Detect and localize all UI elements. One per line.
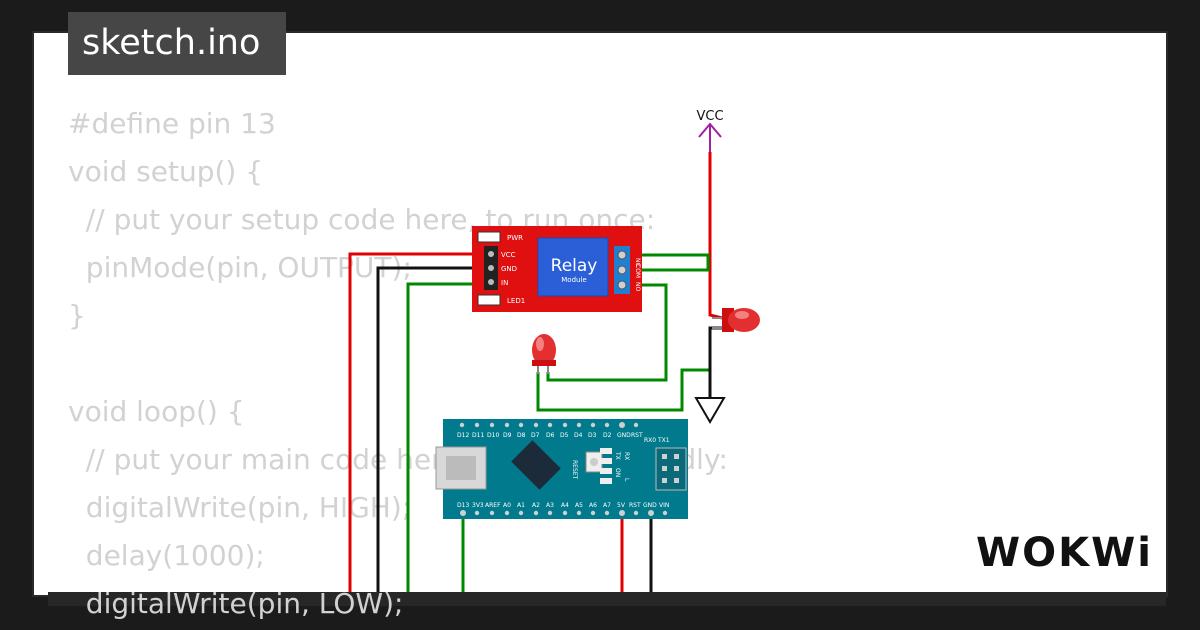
pin-label-top: D7 bbox=[531, 432, 540, 439]
wire-red-vcc[interactable] bbox=[708, 152, 723, 320]
wire-red-relay-vcc[interactable] bbox=[348, 252, 474, 592]
pin-label-bottom: A6 bbox=[589, 502, 597, 509]
wire-green-no[interactable] bbox=[622, 253, 710, 272]
pin-label-top: D4 bbox=[574, 432, 583, 439]
pin-label-top: D12 bbox=[457, 432, 469, 439]
led-red-2[interactable] bbox=[532, 334, 556, 374]
pin-label-bottom: D13 bbox=[457, 502, 469, 509]
relay-pin-in: IN bbox=[501, 279, 508, 287]
wire-black-led1[interactable] bbox=[708, 326, 724, 398]
pin-label-bottom: VIN bbox=[659, 502, 669, 509]
pin-label-bottom: A2 bbox=[532, 502, 540, 509]
pin-label-bottom: 5V bbox=[617, 502, 626, 509]
pin-label-bottom: AREF bbox=[485, 502, 501, 509]
wire-green-gnd[interactable] bbox=[536, 368, 710, 412]
pin-label-bottom: A0 bbox=[503, 502, 511, 509]
pin-label-top: D2 bbox=[603, 432, 612, 439]
relay-sublabel: Module bbox=[561, 276, 586, 284]
code-line: void setup() { bbox=[68, 155, 264, 188]
relay-label: Relay bbox=[551, 256, 598, 276]
relay-pin-gnd: GND bbox=[501, 265, 517, 273]
relay-terminal-nc[interactable] bbox=[617, 280, 627, 290]
pin-label-bottom: 3V3 bbox=[472, 502, 484, 509]
relay-terminal-com[interactable] bbox=[617, 265, 627, 275]
wire-black-relay-gnd[interactable] bbox=[376, 266, 474, 592]
code-line: void loop() { bbox=[68, 395, 245, 428]
vcc-label: VCC bbox=[696, 109, 723, 124]
relay-module[interactable]: Relay Module PWR VCC GND IN LED1 NC COM … bbox=[472, 226, 642, 312]
pin-label-top: GND bbox=[617, 432, 631, 439]
pin-label-top: D8 bbox=[517, 432, 526, 439]
pin-label-top: D6 bbox=[546, 432, 555, 439]
relay-out-nc: NC bbox=[634, 258, 641, 267]
pin-label-bottom: A5 bbox=[575, 502, 583, 509]
ground-symbol[interactable] bbox=[694, 397, 726, 424]
led-label-on: ON bbox=[614, 468, 621, 477]
pin-label-bottom: A1 bbox=[517, 502, 525, 509]
pin-label-bottom: GND bbox=[643, 502, 657, 509]
led-label-tx: TX bbox=[614, 451, 621, 460]
pin-label-bottom: A7 bbox=[603, 502, 611, 509]
pin-label-top: D5 bbox=[560, 432, 569, 439]
relay-pin-pwr: PWR bbox=[507, 234, 523, 242]
arduino-top-pins: D12 D11 D10 D9 D8 D7 D6 D5 D4 D3 D2 GND … bbox=[457, 432, 643, 439]
code-line: delay(1000); bbox=[68, 539, 265, 572]
icsp-header bbox=[655, 447, 687, 491]
pin-label-top: RST bbox=[631, 432, 643, 439]
pin-label-bottom: A3 bbox=[546, 502, 554, 509]
arduino-nano[interactable]: RESET TX RX ON L RX0 TX1 D12 D11 D10 D9 … bbox=[435, 419, 688, 519]
mcu-chip bbox=[511, 440, 561, 490]
relay-terminal-no[interactable] bbox=[617, 250, 627, 260]
code-line: digitalWrite(pin, LOW); bbox=[68, 587, 404, 620]
code-line: pinMode(pin, OUTPUT); bbox=[68, 251, 412, 284]
code-line: } bbox=[68, 299, 86, 332]
wokwi-logo: WOKWi bbox=[976, 530, 1152, 576]
pin-label-top: D10 bbox=[487, 432, 499, 439]
relay-pin-led1: LED1 bbox=[507, 297, 525, 305]
arduino-bottom-pins: D13 3V3 AREF A0 A1 A2 A3 A4 A5 A6 A7 5V … bbox=[457, 502, 669, 509]
vcc-symbol[interactable]: VCC bbox=[696, 109, 724, 152]
relay-out-no: NO bbox=[634, 282, 641, 291]
file-title-tab: sketch.ino bbox=[68, 12, 286, 75]
card-shadow bbox=[48, 592, 1166, 606]
reset-label: RESET bbox=[571, 460, 578, 480]
wires bbox=[348, 152, 724, 592]
pin-label-bottom: A4 bbox=[561, 502, 569, 509]
arduino-top-right-label: RX0 TX1 bbox=[644, 437, 670, 444]
relay-out-com: COM bbox=[634, 264, 641, 278]
brand-name: WOKWi bbox=[976, 530, 1152, 576]
code-line: digitalWrite(pin, HIGH); bbox=[68, 491, 412, 524]
pin-label-top: D11 bbox=[472, 432, 484, 439]
pin-label-top: D9 bbox=[503, 432, 512, 439]
relay-pin-vcc: VCC bbox=[501, 251, 516, 259]
led-label-l: L bbox=[623, 478, 630, 482]
led-label-rx: RX bbox=[623, 452, 630, 460]
pin-label-top: D3 bbox=[588, 432, 597, 439]
pin-label-bottom: RST bbox=[629, 502, 641, 509]
wire-green-led2[interactable] bbox=[546, 283, 668, 382]
code-line: #define pin 13 bbox=[68, 107, 276, 140]
led-red-1[interactable] bbox=[712, 308, 760, 332]
wire-green-relay-in[interactable] bbox=[406, 282, 474, 592]
